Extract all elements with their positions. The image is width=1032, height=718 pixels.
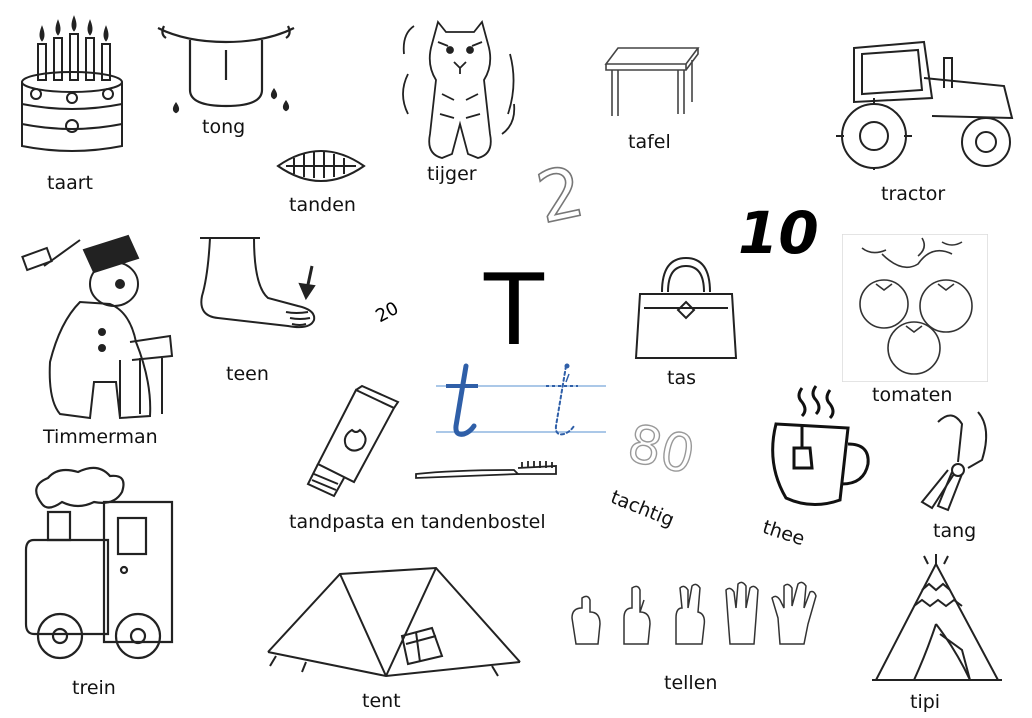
- birthday-cake-icon: [16, 14, 128, 154]
- label-taart: taart: [47, 172, 93, 194]
- counting-hands-icon: [568, 578, 820, 650]
- label-tomaten: tomaten: [872, 384, 953, 406]
- number-eighty: 80: [622, 413, 701, 487]
- number-two: 2: [529, 149, 591, 240]
- label-tas: tas: [667, 367, 696, 389]
- tea-cup-icon: [764, 384, 876, 516]
- number-twenty: 20: [372, 297, 403, 328]
- label-trein: trein: [72, 677, 116, 699]
- tongue-icon: [156, 20, 296, 120]
- handbag-icon: [632, 254, 740, 364]
- table-icon: [604, 42, 700, 118]
- carpenter-icon: [20, 232, 180, 424]
- tent-icon: [266, 566, 522, 678]
- tiger-icon: [398, 14, 522, 164]
- label-tong: tong: [202, 116, 246, 138]
- label-timmerman: Timmerman: [43, 426, 158, 448]
- train-icon: [18, 462, 174, 668]
- pliers-icon: [918, 408, 998, 512]
- number-ten: 10: [738, 199, 819, 267]
- label-tipi: tipi: [910, 691, 941, 713]
- toothpaste-icon: [304, 384, 400, 504]
- label-tafel: tafel: [628, 131, 671, 153]
- teeth-icon: [276, 142, 366, 192]
- label-tijger: tijger: [427, 163, 477, 185]
- foot-toe-icon: [198, 236, 324, 332]
- label-teen: teen: [226, 363, 269, 385]
- label-tractor: tractor: [881, 183, 946, 205]
- tractor-icon: [824, 38, 1020, 170]
- label-tachtig: tachtig: [607, 486, 678, 532]
- label-thee: thee: [759, 516, 808, 551]
- label-tandpasta: tandpasta en tandenbostel: [289, 511, 546, 533]
- handwriting-t-practice: [436, 360, 606, 442]
- tipi-icon: [870, 554, 1004, 684]
- label-tanden: tanden: [289, 194, 356, 216]
- label-tang: tang: [933, 520, 977, 542]
- toothbrush-icon: [414, 458, 558, 482]
- label-tent: tent: [362, 690, 401, 712]
- big-letter-t: T: [484, 254, 544, 368]
- tomatoes-icon: [842, 234, 988, 382]
- label-tellen: tellen: [664, 672, 718, 694]
